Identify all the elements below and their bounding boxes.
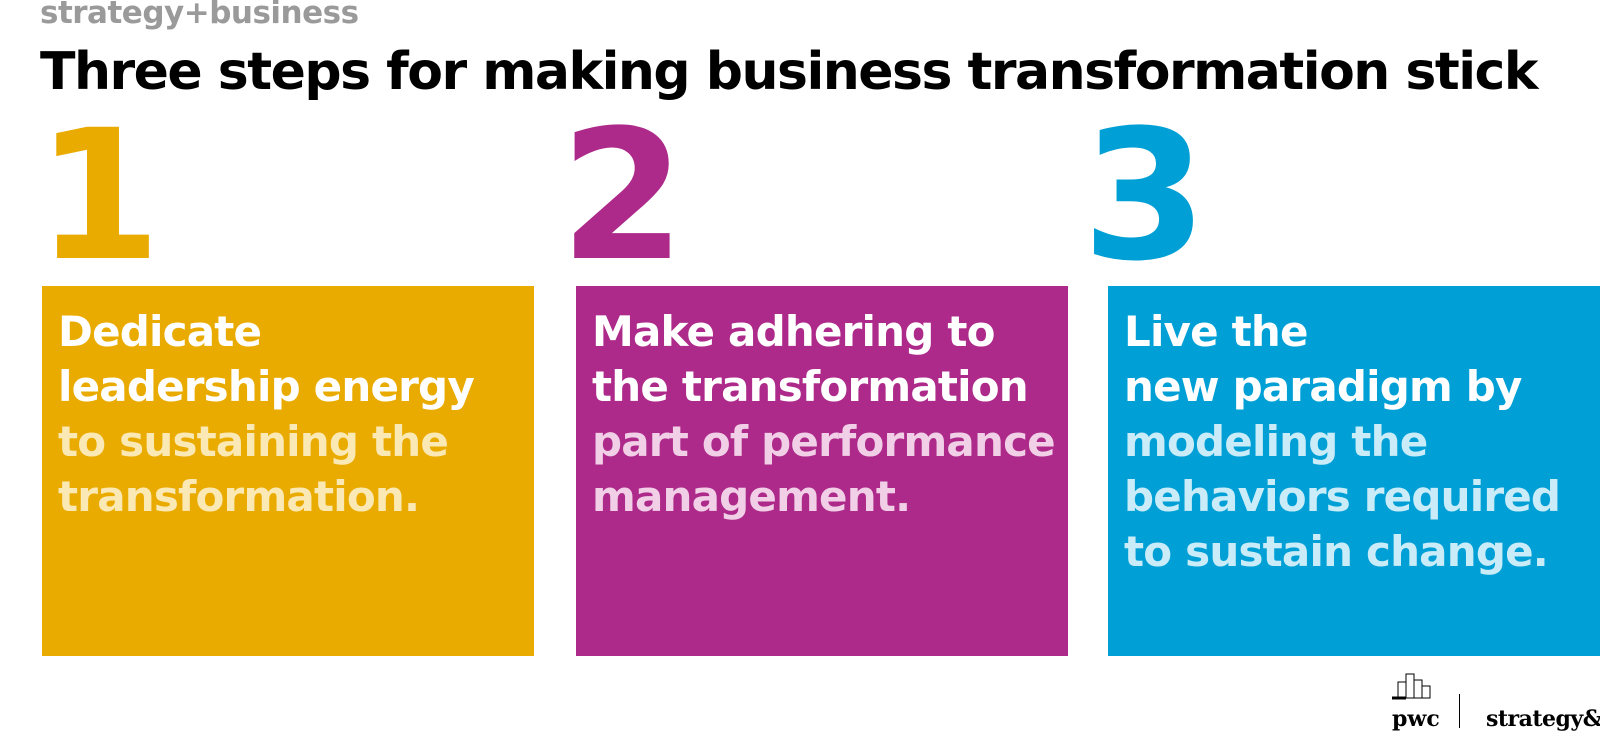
footer-logos: pwc strategy& [1360,670,1600,740]
step-2-line: Make adhering to [592,307,995,356]
step-1-line: leadership energy [58,362,475,411]
step-3-number: 3 [1082,92,1207,301]
step-3-line: new paradigm by [1124,362,1522,411]
step-3-card: Live the new paradigm by modeling the be… [1108,286,1600,656]
pwc-logo-text: pwc [1392,706,1440,732]
step-1-line: to sustaining the [58,417,449,466]
step-3-line: to sustain change. [1124,527,1549,576]
step-2-line: part of performance [592,417,1056,466]
step-2-number: 2 [560,92,685,301]
step-3-text: Live the new paradigm by modeling the be… [1124,304,1584,579]
step-1-number: 1 [36,92,161,301]
step-2-card: Make adhering to the transformation part… [576,286,1068,656]
strategy-logo-text: strategy& [1486,706,1600,732]
step-2-line: management. [592,472,911,521]
step-3-line: modeling the [1124,417,1428,466]
step-2-text: Make adhering to the transformation part… [592,304,1056,524]
step-1-text: Dedicate leadership energy to sustaining… [58,304,518,524]
logo-divider [1459,694,1460,728]
step-3-line: behaviors required [1124,472,1561,521]
step-2-line: the transformation [592,362,1029,411]
pwc-logo-icon [1392,673,1431,700]
step-1-card: Dedicate leadership energy to sustaining… [42,286,534,656]
step-3-line: Live the [1124,307,1309,356]
page-title: Three steps for making business transfor… [40,42,1538,102]
brand-label: strategy+business [40,0,359,31]
step-1-line: transformation. [58,472,420,521]
step-1-line: Dedicate [58,307,262,356]
